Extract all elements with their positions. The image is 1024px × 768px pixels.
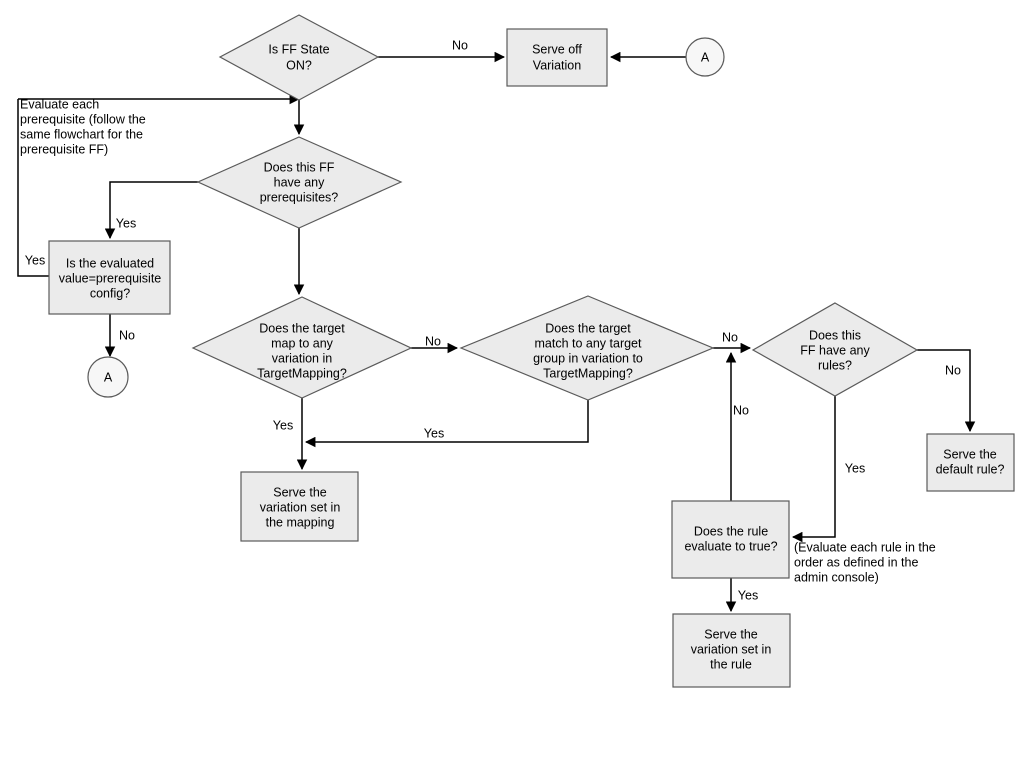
edge-label-target-map-yes: Yes: [273, 418, 293, 432]
node-is-ff-state-on[interactable]: Is FF State ON?: [218, 14, 380, 101]
process-shape[interactable]: [672, 613, 791, 688]
node-has-rules[interactable]: Does this FF have any rules?: [751, 302, 919, 397]
node-prereq-value-check-line-1: Is the evaluated: [66, 256, 154, 270]
edge-layer: [17, 51, 976, 613]
node-target-group-match-line-4: TargetMapping?: [543, 366, 633, 380]
node-serve-off-variation-line-2: Variation: [533, 58, 581, 72]
edge-label-target-map-no: No: [425, 334, 441, 348]
node-serve-off-variation-line-1: Serve off: [532, 42, 582, 56]
connector-shape[interactable]: [685, 37, 725, 77]
edge-prereq-yes: [104, 181, 198, 240]
edge-label-target-group-yes: Yes: [424, 426, 444, 440]
node-target-map-line-1: Does the target: [259, 321, 345, 335]
edge-label-ff-state-no: No: [452, 38, 468, 52]
node-serve-default-rule[interactable]: Serve the default rule?: [926, 433, 1015, 492]
note-rule-order-line-2: order as defined in the: [794, 555, 918, 569]
edge-label-target-group-no: No: [722, 330, 738, 344]
note-prereq-line-1: Evaluate each: [20, 97, 99, 111]
node-has-prerequisites[interactable]: Does this FF have any prerequisites?: [196, 136, 403, 229]
edge-label-layer: No Yes No Yes No Yes Yes No No Yes No Ye…: [25, 38, 961, 602]
node-target-group-match-line-1: Does the target: [545, 321, 631, 335]
node-target-map-line-4: TargetMapping?: [257, 366, 347, 380]
node-serve-variation-mapping-line-1: Serve the: [273, 485, 327, 499]
node-has-rules-line-1: Does this: [809, 328, 861, 342]
node-target-group-match[interactable]: Does the target match to any target grou…: [459, 295, 715, 401]
edge-label-prereq-value-yes: Yes: [25, 253, 45, 267]
node-prereq-value-check[interactable]: Is the evaluated value=prerequisite conf…: [48, 240, 171, 315]
node-serve-default-rule-line-2: default rule?: [936, 462, 1005, 476]
edge-label-rule-true-no: No: [733, 403, 749, 417]
node-connector-a-bottom-label: A: [104, 370, 113, 384]
node-serve-default-rule-line-1: Serve the: [943, 447, 997, 461]
decision-shape[interactable]: [191, 296, 413, 399]
note-prereq-line-3: same flowchart for the: [20, 127, 143, 141]
node-serve-off-variation[interactable]: Serve off Variation: [506, 28, 608, 87]
process-shape[interactable]: [671, 500, 790, 579]
note-prereq-line-2: prerequisite (follow the: [20, 112, 146, 126]
node-has-prerequisites-line-3: prerequisites?: [260, 190, 339, 204]
connector-shape[interactable]: [87, 356, 129, 398]
node-serve-variation-rule-line-1: Serve the: [704, 627, 758, 641]
node-rule-evaluate-true-line-1: Does the rule: [694, 524, 768, 538]
node-has-rules-line-3: rules?: [818, 358, 852, 372]
node-rule-evaluate-true[interactable]: Does the rule evaluate to true?: [671, 500, 790, 579]
edge-label-rule-true-yes: Yes: [738, 588, 758, 602]
node-prereq-value-check-line-2: value=prerequisite: [59, 271, 162, 285]
node-has-prerequisites-line-1: Does this FF: [264, 160, 335, 174]
node-connector-a-bottom[interactable]: A: [87, 356, 129, 398]
edge-label-prereq-yes: Yes: [116, 216, 136, 230]
node-serve-variation-mapping-line-3: the mapping: [266, 515, 335, 529]
node-is-ff-state-on-line-1: Is FF State: [268, 42, 329, 56]
node-has-prerequisites-line-2: have any: [274, 175, 325, 189]
node-target-map[interactable]: Does the target map to any variation in …: [191, 296, 413, 399]
note-rule-order-line-3: admin console): [794, 570, 879, 584]
node-prereq-value-check-line-3: config?: [90, 286, 130, 300]
node-serve-variation-rule-line-2: variation set in: [691, 642, 772, 656]
edge-target-group-yes: [304, 400, 589, 448]
node-serve-variation-mapping-line-2: variation set in: [260, 500, 341, 514]
edge-label-has-rules-no: No: [945, 363, 961, 377]
process-shape[interactable]: [48, 240, 171, 315]
note-prerequisite: Evaluate each prerequisite (follow the s…: [20, 97, 146, 156]
edge-has-rules-no: [917, 349, 976, 433]
node-rule-evaluate-true-line-2: evaluate to true?: [684, 539, 777, 553]
edge-has-rules-yes: [791, 396, 836, 543]
node-target-group-match-line-3: group in variation to: [533, 351, 643, 365]
node-connector-a-top[interactable]: A: [685, 37, 725, 77]
decision-shape[interactable]: [196, 136, 403, 229]
node-target-map-line-3: variation in: [272, 351, 332, 365]
node-serve-variation-mapping[interactable]: Serve the variation set in the mapping: [240, 471, 359, 542]
edge-label-has-rules-yes: Yes: [845, 461, 865, 475]
decision-shape[interactable]: [218, 14, 380, 101]
edge-prereq-return-left-vertical: [17, 99, 49, 277]
note-rule-order-line-1: (Evaluate each rule in the: [794, 540, 936, 554]
decision-shape[interactable]: [459, 295, 715, 401]
process-shape[interactable]: [240, 471, 359, 542]
node-has-rules-line-2: FF have any: [800, 343, 870, 357]
note-prereq-line-4: prerequisite FF): [20, 142, 108, 156]
edge-label-prereq-value-no: No: [119, 328, 135, 342]
node-target-group-match-line-2: match to any target: [534, 336, 642, 350]
process-shape[interactable]: [506, 28, 608, 87]
note-rule-order: (Evaluate each rule in the order as defi…: [794, 540, 936, 584]
node-connector-a-top-label: A: [701, 50, 710, 64]
decision-shape[interactable]: [751, 302, 919, 397]
node-serve-variation-rule-line-3: the rule: [710, 657, 752, 671]
node-is-ff-state-on-line-2: ON?: [286, 58, 312, 72]
node-serve-variation-rule[interactable]: Serve the variation set in the rule: [672, 613, 791, 688]
process-shape[interactable]: [926, 433, 1015, 492]
node-target-map-line-2: map to any: [271, 336, 334, 350]
